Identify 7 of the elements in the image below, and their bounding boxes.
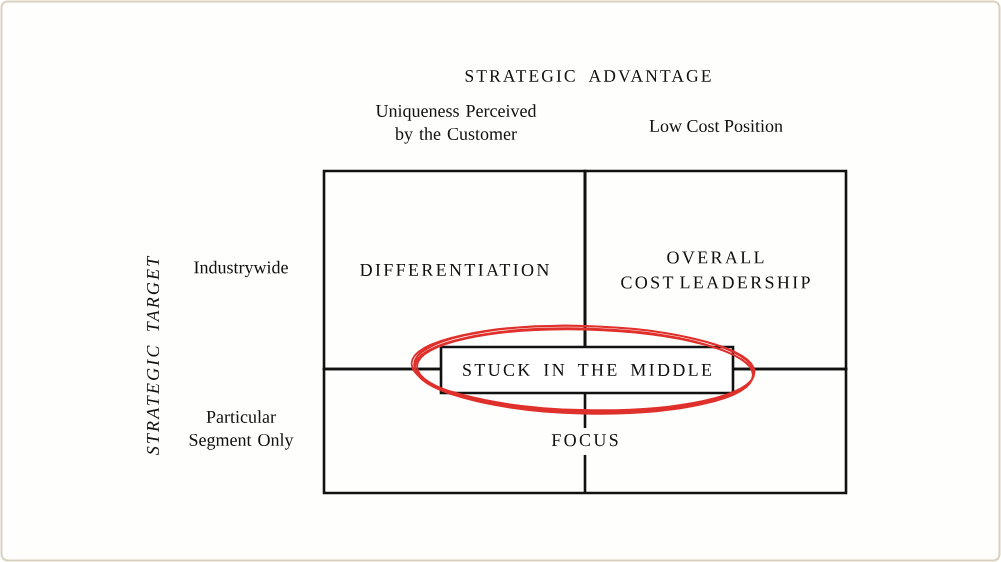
column-heading: Low Cost Position	[649, 119, 783, 133]
axis-title: STRATEGIC ADVANTAGE	[465, 70, 711, 82]
row-heading: Industrywide	[194, 260, 288, 278]
row-heading: Particular Segment Only	[189, 410, 294, 450]
label-box: STUCK IN THE MIDDLE	[439, 345, 735, 395]
column-heading: Uniqueness Perceived by the Customer	[375, 104, 537, 144]
axis-title: STRATEGIC TARGET	[146, 255, 160, 455]
